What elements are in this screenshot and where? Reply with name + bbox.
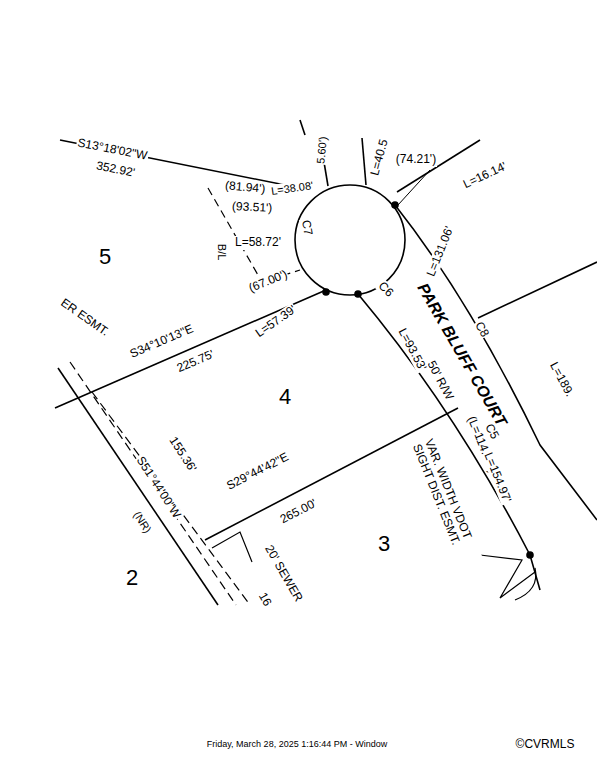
lot-number: 4: [278, 385, 292, 409]
plat-label: 352.92': [94, 160, 137, 181]
plat-label: C7: [299, 218, 315, 237]
curve-point: [527, 552, 533, 558]
plat-label: C6: [375, 279, 397, 301]
plat-label: C8: [472, 319, 492, 341]
plat-label: L=38.08': [269, 179, 314, 197]
plat-label: 5.60'): [315, 135, 330, 165]
plat-label: S29°44'42"E: [224, 450, 292, 493]
curve-point: [323, 289, 329, 295]
lot-line: [478, 262, 597, 318]
plat-label: 16: [255, 590, 274, 610]
plat-label: (74.21'): [395, 153, 437, 166]
plat-label: L=154.97': [481, 450, 514, 506]
sight-easement: [480, 555, 535, 598]
building-line: [208, 188, 300, 282]
sight-easement: [515, 568, 536, 600]
plat-label: 155.36': [165, 434, 198, 476]
rear-line: [58, 368, 218, 605]
easement-line: [92, 392, 250, 605]
lot-line: [362, 138, 366, 185]
lot-number: 2: [125, 566, 139, 590]
easement-line: [70, 362, 236, 605]
curve-point: [355, 291, 361, 297]
tie-line: [212, 532, 252, 562]
lot-number: 3: [377, 532, 391, 556]
lot-number: 5: [98, 245, 112, 269]
plat-label: ©CVRMLS: [515, 738, 576, 751]
plat-label: (93.51'): [231, 200, 274, 215]
plat-label: L=131.06': [424, 224, 457, 280]
plat-label: (NR): [131, 508, 155, 536]
plat-label: L=57.39': [253, 303, 300, 341]
plat-label: S13°18'02"W: [75, 137, 149, 164]
plat-label: 225.75': [174, 348, 217, 376]
cul-de-sac: [295, 185, 405, 295]
plat-label: L=58.72': [234, 236, 282, 249]
curve-point: [392, 202, 398, 208]
plat-label: 50' R/W: [424, 358, 456, 403]
leader: [398, 170, 430, 205]
plat-label: S34°10'13"E: [127, 322, 196, 361]
plat-label: L=93.53': [395, 326, 429, 375]
plat-label: Friday, March 28, 2025 1:16:44 PM - Wind…: [206, 740, 388, 750]
lot-line: [300, 120, 305, 135]
plat-label: (81.94'): [223, 180, 266, 197]
plat-label: L=40.5: [369, 137, 392, 178]
plat-label: (67.00'): [246, 268, 290, 296]
plat-label: ER ESMT.: [58, 296, 113, 340]
plat-label: 265.00': [277, 497, 320, 527]
plat-label: B/L: [216, 243, 228, 262]
plat-label: L=189.: [547, 360, 577, 401]
plat-label: L=16.14': [460, 160, 509, 192]
